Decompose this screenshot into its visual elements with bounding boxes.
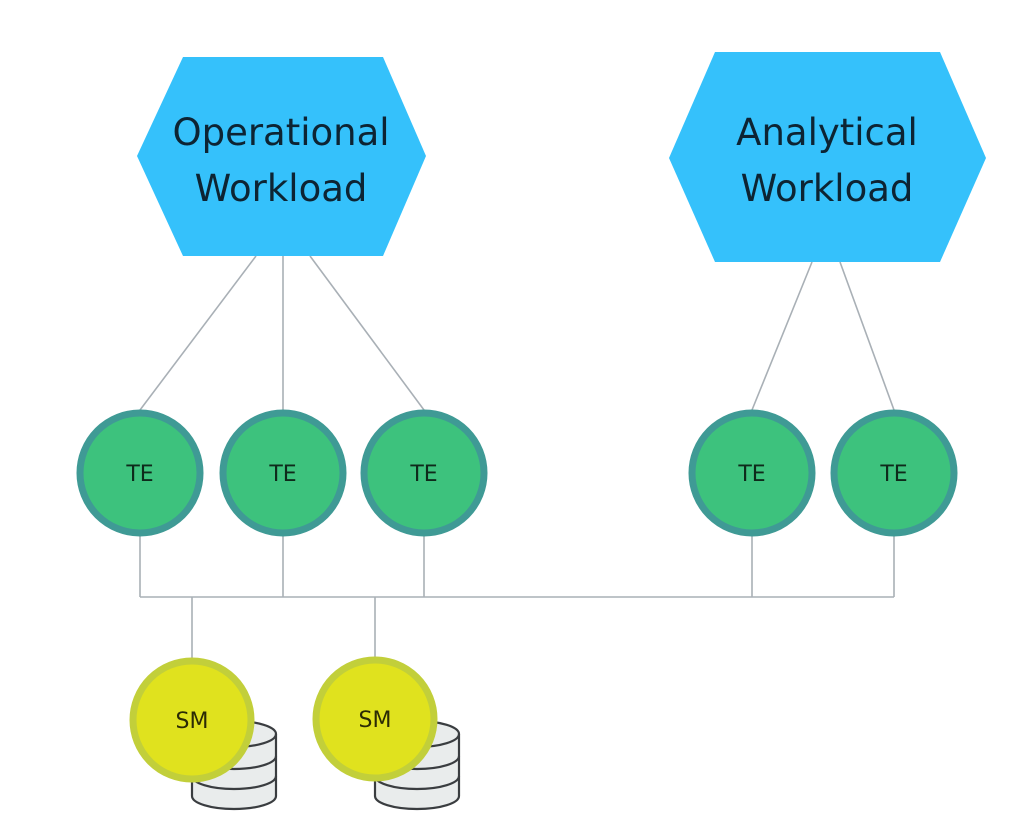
te-label: TE [409,462,437,487]
te-node-4: TE [688,409,816,537]
analytical-workload-label-line2: Workload [741,167,914,210]
connector-analytical-te-4 [751,261,813,411]
sm-circle [312,656,438,782]
workload-operational: Operational Workload [137,57,426,256]
te-label: TE [737,462,765,487]
analytical-workload-hexagon [669,52,986,262]
connector-analytical-te-5 [839,261,895,411]
te-circle [688,409,816,537]
bus-connectors [139,536,895,661]
te-label: TE [125,462,153,487]
te-node-1: TE [76,409,204,537]
te-label: TE [879,462,907,487]
te-circle [76,409,204,537]
operational-workload-label-line2: Workload [195,167,368,210]
te-circle [830,409,958,537]
sm-label: SM [359,708,392,733]
sm-label: SM [176,709,209,734]
workload-analytical: Analytical Workload [669,52,986,262]
sm-node-1: SM [129,657,278,811]
connector-operational-te-1 [139,255,257,411]
te-node-2: TE [219,409,347,537]
sm-circle [129,657,255,783]
workload-connectors [139,255,895,411]
analytical-workload-label-line1: Analytical [736,111,918,154]
te-circle [219,409,347,537]
connector-operational-te-3 [309,255,425,411]
te-node-3: TE [360,409,488,537]
te-node-5: TE [830,409,958,537]
disk-ring-2 [373,775,461,791]
operational-workload-label-line1: Operational [172,111,389,154]
te-label: TE [268,462,296,487]
te-circle [360,409,488,537]
operational-workload-hexagon [137,57,426,256]
sm-node-2: SM [312,656,461,811]
